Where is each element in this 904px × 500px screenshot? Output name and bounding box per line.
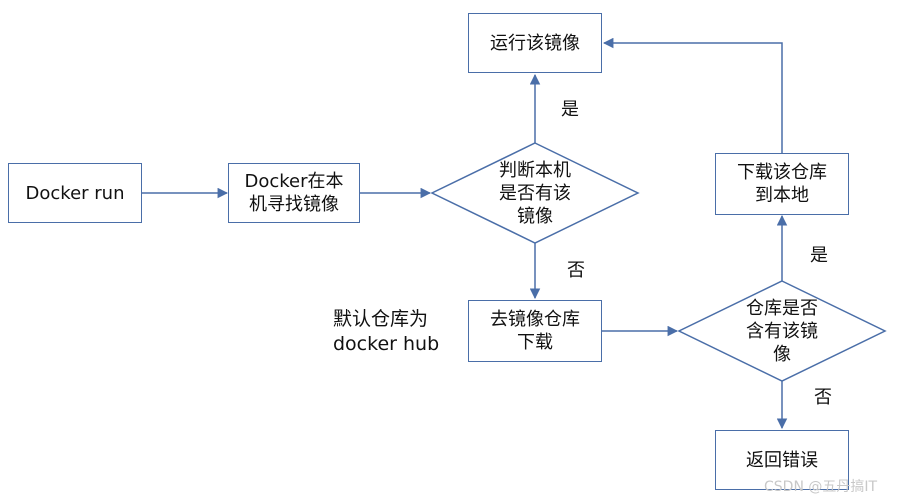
node-check-repo: 仓库是否 含有该镜 像 xyxy=(746,297,818,365)
label-repo-no: 否 xyxy=(814,387,832,408)
node-search-local: Docker在本 机寻找镜像 xyxy=(228,163,360,223)
node-docker-run: Docker run xyxy=(8,163,142,223)
note-default-repo: 默认仓库为 docker hub xyxy=(333,308,440,355)
node-run-image: 运行该镜像 xyxy=(468,13,602,73)
watermark: CSDN @五丹搞IT xyxy=(764,479,878,495)
node-download-repo: 去镜像仓库 下载 xyxy=(468,300,602,362)
label-local-no: 否 xyxy=(567,260,585,281)
edge-download-local-to-run xyxy=(602,37,783,153)
node-check-local: 判断本机 是否有该 镜像 xyxy=(499,159,571,227)
node-download-local: 下载该仓库 到本地 xyxy=(715,153,849,215)
label-local-yes: 是 xyxy=(561,99,579,120)
node-return-error: 返回错误 xyxy=(715,430,849,490)
label-repo-yes: 是 xyxy=(810,245,828,266)
